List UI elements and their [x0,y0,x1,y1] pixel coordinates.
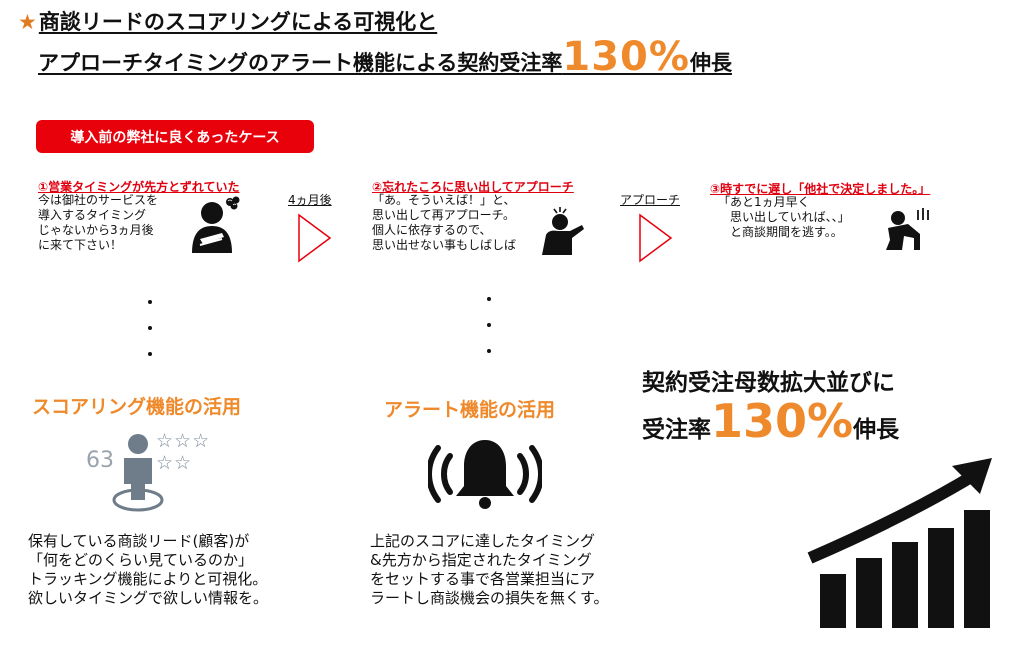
case-2-heading: ②忘れたころに思い出してアプローチ [372,180,574,194]
step-label-2: アプローチ [620,193,681,207]
case-badge: 導入前の弊社に良くあったケース [36,120,314,153]
ellipsis-dot [148,352,152,356]
person-on-target-icon [112,434,164,512]
feature-scoring-body: 保有している商談リード(顧客)が 「何をどのくらい見ているのか」 トラッキング機… [28,532,269,607]
headline-line-2: アプローチタイミングのアラート機能による契約受注率130%伸長 [38,34,732,80]
headline-suffix: 伸長 [689,51,732,75]
alarm-bell-icon [428,440,542,509]
case-3-heading: ③時すでに遅し「他社で決定しました。」 [710,182,931,196]
result-rate: 130% [711,394,854,448]
headline-text-1: 商談リードのスコアリングによる可視化と [38,10,438,34]
feature-scoring-title: スコアリング機能の活用 [32,396,242,418]
headline-rate: 130% [562,34,690,80]
feature-alert-title: アラート機能の活用 [384,399,556,421]
case-1-body: 今は御社のサービスを 導入するタイミング じゃないから3ヵ月後 に来て下さい！ [38,193,159,252]
case-2-body: 「あ。そういえば！」と、 思い出して再アプローチ。 個人に依存するので、 思い出… [372,193,517,252]
result-line-2: 受注率130%伸長 [642,394,899,448]
result-prefix: 受注率 [642,417,711,443]
arrow-right-icon [298,213,332,263]
rating-stars-icon: ☆☆ [156,452,193,474]
scoring-person-icon: 63 ☆☆☆ ☆☆ [84,428,234,518]
step-label-1: 4ヵ月後 [288,193,332,207]
ellipsis-dot [487,297,491,301]
result-line-1: 契約受注母数拡大並びに [642,370,895,396]
star-icon: ★ [18,10,37,34]
ellipsis-dot [487,323,491,327]
rating-stars-icon: ☆☆☆ [156,430,211,452]
arrow-right-icon [639,213,673,263]
thinking-person-icon [192,196,240,253]
despair-person-icon [886,208,929,250]
ellipsis-dot [148,326,152,330]
confused-person-icon [542,207,584,255]
ellipsis-dot [148,300,152,304]
case-3-body: 「あと1ヵ月早く 思い出していれば、、」 と商談期間を逃す。。 [718,195,850,239]
headline-line-1: ★商談リードのスコアリングによる可視化と [18,6,437,36]
case-1-heading: ①営業タイミングが先方とずれていた [38,180,240,194]
ellipsis-dot [487,349,491,353]
headline-text-2: アプローチタイミングのアラート機能による契約受注率 [38,51,563,75]
growth-chart-icon [807,458,992,628]
result-suffix: 伸長 [853,417,900,443]
feature-alert-body: 上記のスコアに達したタイミング &先方から指定されたタイミング をセットする事で… [370,532,609,607]
score-value: 63 [86,448,114,473]
